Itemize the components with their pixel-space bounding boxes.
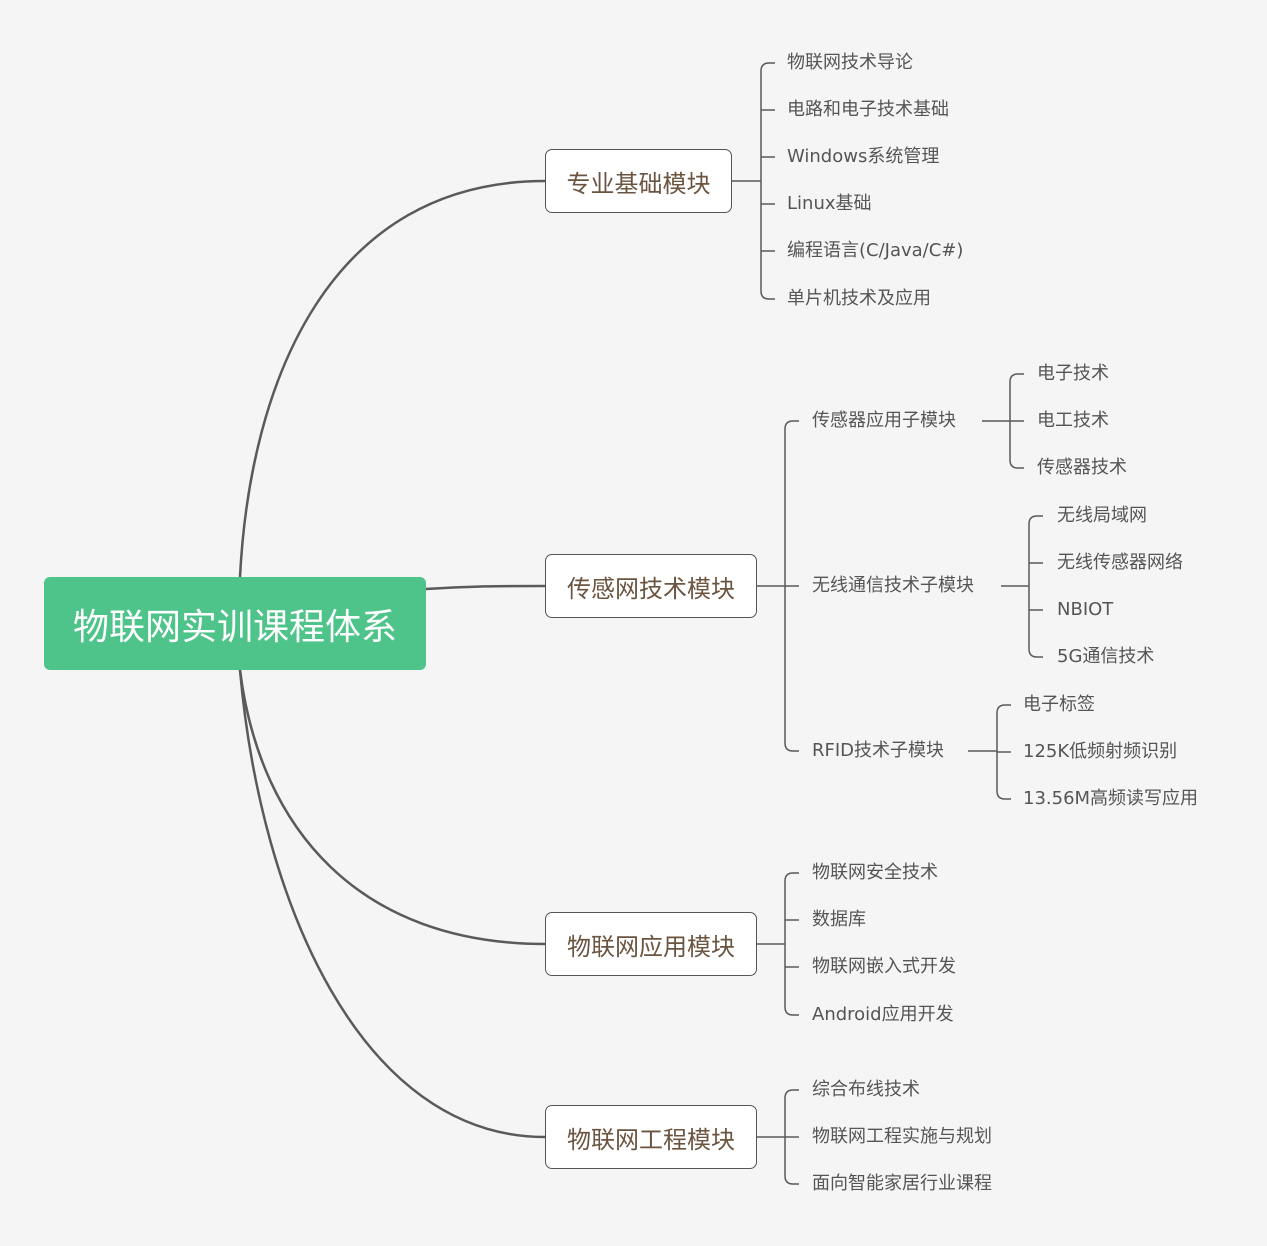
submodule-node[interactable]: 无线通信技术子模块	[812, 575, 974, 596]
root-branch-curve	[425, 584, 546, 591]
root-branch-curve	[238, 669, 546, 946]
root-node[interactable]: 物联网实训课程体系	[44, 577, 426, 670]
leaf-node[interactable]: 物联网工程实施与规划	[812, 1126, 992, 1147]
leaf-node[interactable]: 编程语言(C/Java/C#)	[787, 240, 964, 261]
leaf-node[interactable]: 5G通信技术	[1057, 646, 1155, 667]
leaf-node[interactable]: 电子标签	[1023, 694, 1095, 715]
leaf-node[interactable]: 面向智能家居行业课程	[812, 1173, 992, 1194]
root-branch-curve	[238, 669, 546, 1139]
module-node-sensor-network[interactable]: 传感网技术模块	[545, 554, 757, 618]
leaf-node[interactable]: 传感器技术	[1037, 457, 1127, 478]
leaf-node[interactable]: 物联网嵌入式开发	[812, 956, 956, 977]
root-branch-curve	[238, 179, 546, 578]
module-node-engineering[interactable]: 物联网工程模块	[545, 1105, 757, 1169]
leaf-node[interactable]: 电子技术	[1037, 363, 1109, 384]
leaf-node[interactable]: 单片机技术及应用	[787, 288, 931, 309]
leaf-node[interactable]: 数据库	[812, 909, 866, 930]
leaf-node[interactable]: 电路和电子技术基础	[787, 99, 949, 120]
bracket-line	[1028, 515, 1043, 658]
module-node-application[interactable]: 物联网应用模块	[545, 912, 757, 976]
leaf-node[interactable]: Android应用开发	[812, 1004, 954, 1025]
leaf-node[interactable]: 125K低频射频识别	[1023, 741, 1178, 762]
leaf-node[interactable]: 13.56M高频读写应用	[1023, 788, 1199, 809]
submodule-node[interactable]: RFID技术子模块	[812, 740, 945, 761]
leaf-node[interactable]: Linux基础	[787, 193, 872, 214]
bracket-line	[784, 872, 799, 1016]
leaf-node[interactable]: 物联网安全技术	[812, 862, 938, 883]
leaf-node[interactable]: 电工技术	[1037, 410, 1109, 431]
leaf-node[interactable]: 无线局域网	[1057, 505, 1147, 526]
leaf-node[interactable]: Windows系统管理	[787, 146, 940, 167]
module-node-foundation[interactable]: 专业基础模块	[545, 149, 732, 213]
leaf-node[interactable]: 综合布线技术	[812, 1079, 920, 1100]
leaf-node[interactable]: NBIOT	[1057, 599, 1114, 620]
leaf-node[interactable]: 物联网技术导论	[787, 52, 913, 73]
submodule-node[interactable]: 传感器应用子模块	[812, 410, 956, 431]
bracket-line	[760, 62, 775, 300]
leaf-node[interactable]: 无线传感器网络	[1057, 552, 1183, 573]
